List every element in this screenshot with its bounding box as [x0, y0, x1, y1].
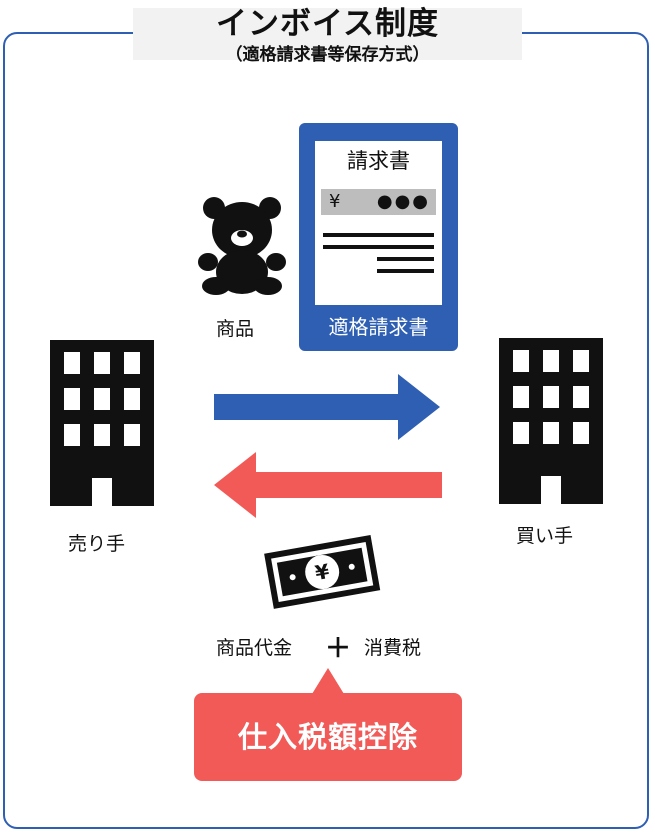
callout-pointer	[312, 668, 344, 694]
buyer-building-icon	[499, 338, 603, 504]
seller-label: 売り手	[68, 533, 126, 555]
teddy-bear-icon	[198, 197, 286, 295]
invoice-amount: ●●●	[376, 191, 430, 212]
arrow-left-icon	[214, 452, 442, 518]
invoice-heading: 請求書	[347, 149, 410, 173]
svg-text:¥: ¥	[313, 559, 331, 585]
invoice-amount-bar: ¥ ●●●	[321, 189, 436, 215]
title-background	[133, 8, 522, 60]
invoice-text-line	[323, 233, 434, 237]
page-subtitle: （適格請求書等保存方式）	[225, 45, 430, 65]
plus-icon: ＋	[325, 634, 352, 664]
seller-building-icon	[50, 340, 154, 506]
payment-tax-label: 消費税	[364, 637, 422, 659]
invoice-text-line	[377, 269, 434, 273]
buyer-label: 買い手	[516, 525, 574, 547]
invoice-text-line	[377, 257, 434, 261]
page-title: インボイス制度	[215, 6, 440, 42]
payment-price-label: 商品代金	[216, 637, 293, 659]
invoice-caption: 適格請求書	[328, 315, 429, 339]
banknote-icon: ¥	[264, 535, 381, 609]
invoice-document-icon: 請求書 ¥ ●●●	[315, 141, 442, 305]
yen-symbol: ¥	[329, 191, 341, 212]
input-tax-deduction-box: 仕入税額控除	[194, 693, 462, 781]
arrow-right-icon	[214, 374, 440, 440]
invoice-text-line	[323, 245, 434, 249]
goods-label: 商品	[216, 318, 255, 340]
qualified-invoice-card: 請求書 ¥ ●●● 適格請求書	[299, 123, 458, 351]
input-tax-deduction-label: 仕入税額控除	[237, 720, 418, 754]
